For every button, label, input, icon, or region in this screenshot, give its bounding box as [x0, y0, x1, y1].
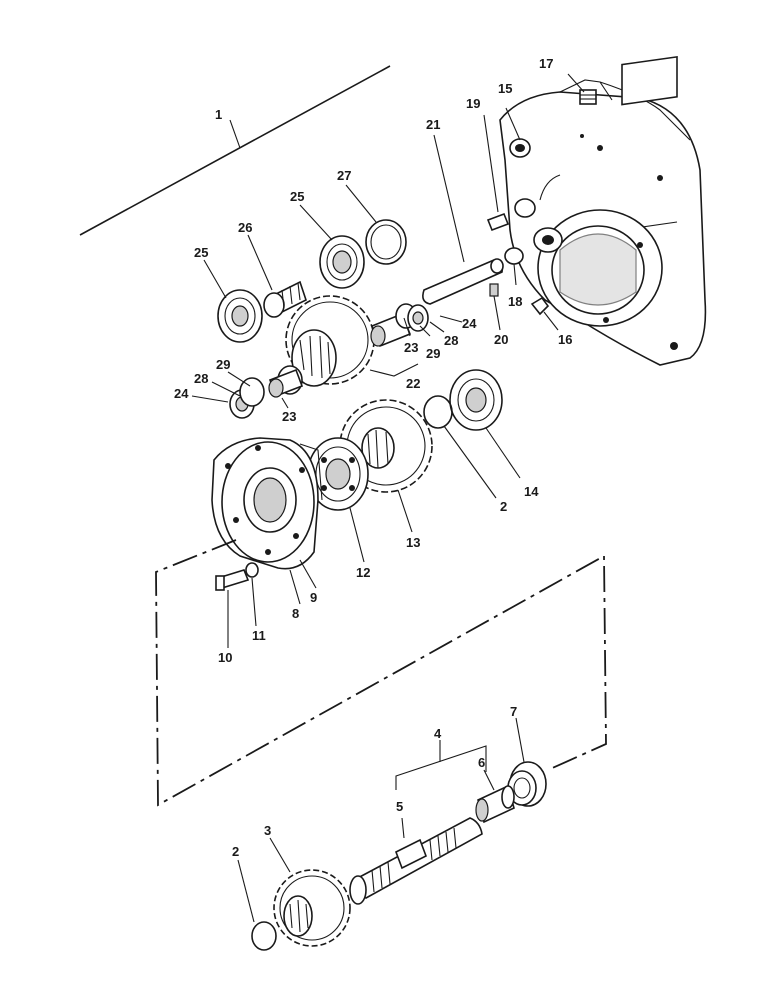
- callout-23-right: 23: [404, 340, 418, 355]
- callout-2-lower: 2: [232, 844, 239, 859]
- gear-3: [273, 869, 351, 947]
- leader-25b: [299, 204, 333, 241]
- shaft-5: [349, 817, 483, 905]
- snap-ring-2-lower: [251, 921, 277, 951]
- leader-17: [567, 73, 585, 93]
- plug-17: [579, 89, 597, 105]
- leader-11: [251, 577, 257, 627]
- leader-7: [515, 717, 525, 763]
- leader-23a: [281, 397, 289, 409]
- shaft-21: [422, 258, 504, 305]
- callout-2-upper: 2: [500, 499, 507, 514]
- gearbox-housing: [499, 55, 707, 366]
- fitting-16: [530, 296, 550, 316]
- gear-26: [263, 280, 307, 318]
- leader-3: [269, 837, 291, 873]
- callout-16: 16: [558, 332, 572, 347]
- washer-11: [245, 562, 259, 578]
- leader-22: [369, 363, 419, 377]
- callout-22: 22: [406, 376, 420, 391]
- callout-labels: 1 17 15 19 21 27 25 26 25 18 24 28 29 23…: [174, 56, 572, 859]
- callout-17: 17: [539, 56, 553, 71]
- bearing-set-right: [370, 303, 429, 348]
- leader-14: [485, 427, 521, 479]
- leader-25a: [203, 259, 227, 299]
- callout-25-right: 25: [290, 189, 304, 204]
- callout-18: 18: [508, 294, 522, 309]
- callout-28-left: 28: [194, 371, 208, 386]
- stud-20: [489, 283, 499, 297]
- bearing-25-right: [319, 235, 365, 289]
- leader-29a: [227, 371, 251, 387]
- callout-20: 20: [494, 332, 508, 347]
- callout-6: 6: [478, 755, 485, 770]
- leader-27: [345, 184, 377, 223]
- callout-14: 14: [524, 484, 539, 499]
- bearing-set-left: [229, 368, 304, 419]
- callout-11: 11: [252, 628, 266, 643]
- callout-4: 4: [434, 726, 442, 741]
- leader-24b: [439, 315, 463, 323]
- callout-12: 12: [356, 565, 370, 580]
- bolt-10: [215, 569, 250, 591]
- leader-12: [349, 507, 365, 563]
- bearing-12: [307, 437, 369, 511]
- leader-2b: [443, 425, 497, 499]
- callout-15: 15: [498, 81, 512, 96]
- callout-9: 9: [310, 590, 317, 605]
- callout-24-right: 24: [462, 316, 477, 331]
- callout-5: 5: [396, 799, 403, 814]
- assembly-line: [79, 65, 391, 236]
- leader-1: [229, 119, 241, 149]
- leader-6: [483, 769, 495, 791]
- callout-21: 21: [426, 117, 440, 132]
- callout-28-right: 28: [444, 333, 458, 348]
- callout-10: 10: [218, 650, 232, 665]
- callout-1: 1: [215, 107, 222, 122]
- pin-19: [486, 212, 510, 232]
- callout-13: 13: [406, 535, 420, 550]
- snap-ring-27: [365, 219, 407, 265]
- callout-29-right: 29: [426, 346, 440, 361]
- callout-7: 7: [510, 704, 517, 719]
- leader-5: [401, 817, 405, 839]
- bearing-14: [449, 369, 503, 431]
- leader-23b: [403, 317, 411, 337]
- callout-29-left: 29: [216, 357, 230, 372]
- leader-29b: [419, 325, 431, 337]
- leader-9: [299, 559, 317, 589]
- callout-26: 26: [238, 220, 252, 235]
- leader-28a: [211, 381, 241, 397]
- leader-2a: [237, 859, 255, 923]
- assembly-path: [155, 539, 607, 807]
- leader-24a: [191, 395, 229, 403]
- bracket-4: [395, 740, 487, 790]
- callout-23-left: 23: [282, 409, 296, 424]
- callout-19: 19: [466, 96, 480, 111]
- leader-13: [397, 489, 413, 533]
- snap-ring-2-upper: [423, 395, 453, 429]
- leader-15: [505, 107, 521, 141]
- gear-cluster-22: [277, 295, 375, 395]
- plug-18: [504, 247, 524, 265]
- leader-26: [247, 234, 273, 291]
- leader-18: [513, 263, 517, 286]
- leader-8: [289, 569, 301, 605]
- callout-3: 3: [264, 823, 271, 838]
- leader-19: [483, 114, 499, 213]
- callout-25-left: 25: [194, 245, 208, 260]
- sleeve-6: [475, 784, 515, 824]
- cover-plate-9: [211, 437, 323, 570]
- bearing-25-left: [217, 289, 263, 343]
- callout-8: 8: [292, 606, 299, 621]
- leader-16: [543, 311, 559, 331]
- leader-21: [433, 134, 465, 263]
- callout-27: 27: [337, 168, 351, 183]
- callout-24-left: 24: [174, 386, 189, 401]
- leader-28b: [429, 321, 445, 333]
- leader-20: [493, 295, 501, 331]
